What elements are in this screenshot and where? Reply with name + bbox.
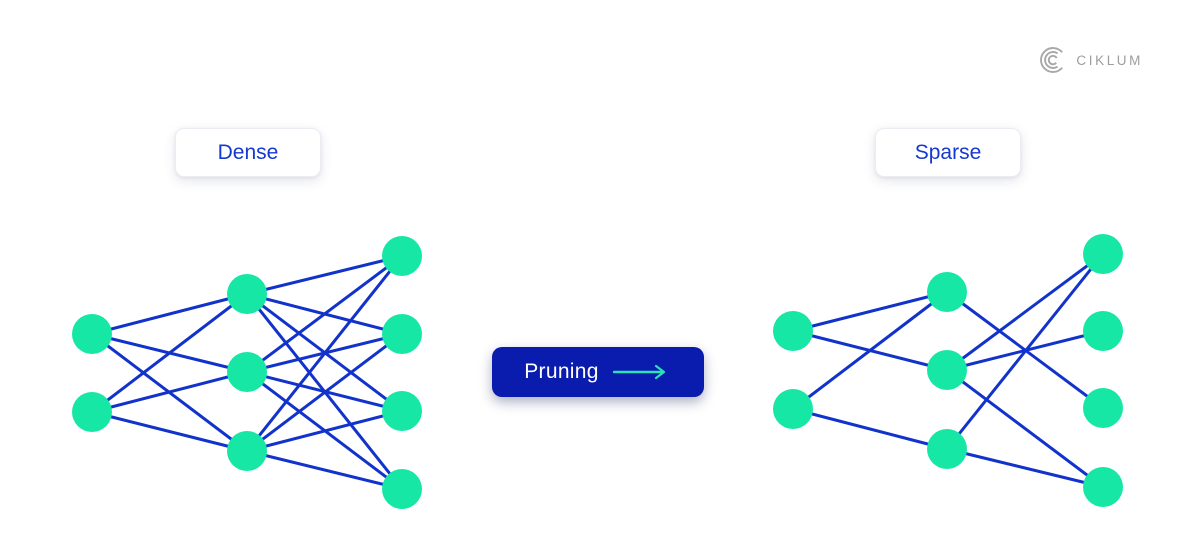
neuron-node [927, 429, 967, 469]
sparse-label-card: Sparse [875, 128, 1021, 177]
synapse-edge [792, 290, 948, 333]
synapse-edge [246, 254, 403, 296]
neuron-node [382, 391, 422, 431]
synapse-edge [246, 332, 403, 453]
neuron-node [773, 311, 813, 351]
neuron-node [927, 272, 967, 312]
synapse-edge [946, 252, 1104, 372]
neuron-node [773, 389, 813, 429]
synapse-edge [246, 449, 403, 491]
synapse-edge [246, 254, 403, 374]
neuron-node [227, 352, 267, 392]
dense-network [72, 236, 422, 509]
right-arrow-icon [612, 364, 665, 380]
synapse-edge [946, 368, 1104, 489]
synapse-edge [946, 447, 1104, 489]
synapse-edge [245, 255, 404, 452]
sparse-network [773, 234, 1123, 507]
synapse-edge [91, 292, 248, 336]
ciklum-mark-icon [1040, 47, 1064, 73]
dense-label: Dense [217, 140, 279, 164]
neuron-node [382, 469, 422, 509]
neuron-node [227, 431, 267, 471]
neuron-node [227, 274, 267, 314]
neuron-node [1083, 234, 1123, 274]
neuron-node [927, 350, 967, 390]
synapse-edge [91, 292, 248, 414]
synapse-edge [91, 410, 248, 453]
dense-label-card: Dense [175, 128, 321, 177]
synapse-edge [91, 370, 248, 414]
neuron-node [1083, 467, 1123, 507]
synapse-edge [246, 409, 403, 453]
neuron-node [382, 236, 422, 276]
ciklum-logo: CIKLUM [1039, 45, 1143, 75]
sparse-label: Sparse [914, 140, 982, 164]
neuron-node [72, 392, 112, 432]
ciklum-logo-text: CIKLUM [1076, 52, 1143, 68]
synapse-edge [792, 407, 948, 451]
neuron-node [72, 314, 112, 354]
synapse-edge [792, 290, 948, 411]
neuron-node [1083, 388, 1123, 428]
neuron-node [382, 314, 422, 354]
neuron-node [1083, 311, 1123, 351]
synapse-edge [945, 253, 1105, 450]
pruning-button: Pruning [492, 347, 704, 397]
pruning-button-label: Pruning [524, 360, 599, 383]
